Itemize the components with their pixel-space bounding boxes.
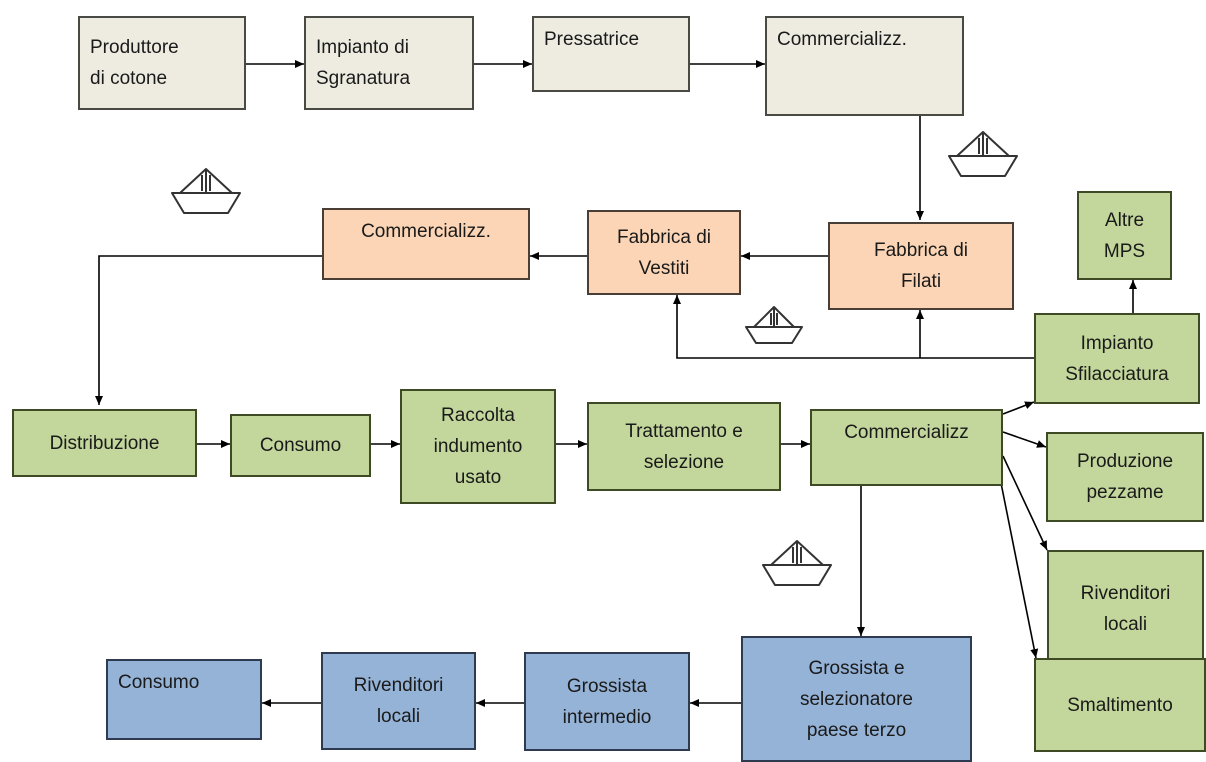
boat-icon (762, 540, 832, 586)
node-commercializz-low: Commercializz (810, 409, 1003, 486)
node-consumo-terzo: Consumo (106, 659, 262, 740)
arrow-commercializz-smaltimento (999, 477, 1039, 659)
node-label: Impianto di Sgranatura (316, 37, 411, 89)
arrow-commercializz-rivenditori (1002, 455, 1048, 551)
boat-icon (948, 131, 1018, 177)
node-grossista-selezionatore: Grossista e selezionatore paese terzo (741, 636, 972, 762)
node-label: Impianto Sfilacciatura (1065, 332, 1169, 385)
node-label: Rivenditori locali (1080, 582, 1171, 635)
node-label: Consumo (118, 672, 200, 693)
node-label: Consumo (259, 435, 342, 456)
boat-icon (745, 306, 803, 344)
arrow-commercializz-sfilacciatura (1002, 401, 1035, 415)
node-fabbrica-filati: Fabbrica di Filati (828, 222, 1014, 310)
node-raccolta-indumento-usato: Raccolta indumento usato (400, 389, 556, 504)
node-label: Smaltimento (1067, 694, 1173, 716)
node-label: Produzione pezzame (1076, 451, 1174, 503)
boat-icon (171, 168, 241, 214)
node-smaltimento: Smaltimento (1034, 658, 1206, 752)
node-label: Produttore di cotone (90, 37, 179, 89)
node-label: Raccolta indumento usato (433, 405, 523, 488)
node-impianto-sgranatura: Impianto di Sgranatura (304, 16, 474, 110)
arrow-sfilacciatura-vestiti (673, 295, 1034, 359)
node-label: Grossista e selezionatore paese terzo (799, 657, 914, 741)
node-altre-mps: Altre MPS (1077, 191, 1172, 280)
node-label: Distribuzione (49, 432, 160, 454)
node-label: Rivenditori locali (353, 675, 444, 727)
node-label: Commercializz (844, 422, 969, 443)
node-trattamento-selezione: Trattamento e selezione (587, 402, 781, 491)
node-grossista-intermedio: Grossista intermedio (524, 652, 690, 751)
node-rivenditori-locali-terzo: Rivenditori locali (321, 652, 476, 750)
node-consumo: Consumo (230, 414, 371, 477)
arrow-commercializz-pezzame (1002, 431, 1047, 448)
node-label: Commercializz. (361, 221, 491, 242)
node-commercializz-mid: Commercializz. (322, 208, 530, 280)
node-label: Altre MPS (1103, 209, 1146, 262)
node-commercializz-top: Commercializz. (765, 16, 964, 116)
node-label: Trattamento e selezione (625, 420, 743, 473)
node-pressatrice: Pressatrice (532, 16, 690, 92)
node-distribuzione: Distribuzione (12, 409, 197, 477)
node-label: Fabbrica di Vestiti (617, 226, 711, 279)
node-fabbrica-vestiti: Fabbrica di Vestiti (587, 210, 741, 295)
arrow-commercializz-distribuzione (95, 255, 322, 405)
node-produttore-di-cotone: Produttore di cotone (78, 16, 246, 110)
node-label: Grossista intermedio (562, 675, 652, 728)
node-rivenditori-locali: Rivenditori locali (1047, 550, 1204, 667)
node-label: Fabbrica di Filati (874, 240, 968, 292)
node-label: Pressatrice (544, 29, 640, 50)
node-label: Commercializz. (777, 29, 907, 50)
node-produzione-pezzame: Produzione pezzame (1046, 432, 1204, 522)
node-impianto-sfilacciatura: Impianto Sfilacciatura (1034, 313, 1200, 404)
